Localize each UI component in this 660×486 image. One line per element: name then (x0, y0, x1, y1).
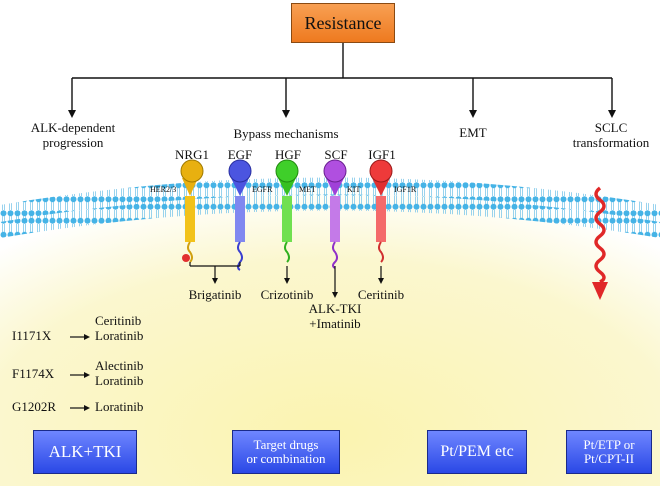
drug-ceritinib: Ceritinib (357, 287, 405, 302)
drug-alk-tki-imatinib: ALK-TKI +Imatinib (308, 301, 362, 331)
drug-brigatinib: Brigatinib (188, 287, 242, 302)
bottom-box-pt-etp: Pt/ETP or Pt/CPT-II (566, 430, 652, 474)
ligand-egf (228, 159, 252, 183)
mutation-g1202r: G1202R (12, 399, 57, 414)
tree-connectors (71, 43, 613, 113)
mutation-arrows (70, 336, 84, 409)
bottom-box-pt-pem: Pt/PEM etc (427, 430, 527, 474)
mutation-f1174x-drugs: Alectinib Loratinib (95, 358, 144, 388)
branch-alk-dependent: ALK-dependent progression (30, 120, 116, 150)
membrane-inner-leaflet (0, 194, 660, 238)
ligand-igf1 (369, 159, 393, 183)
receptor-met (278, 178, 296, 263)
drug-connectors (189, 262, 382, 294)
ligand-label-egf: EGF (227, 147, 253, 162)
receptor-kit (326, 178, 344, 269)
ligand-label-nrg1: NRG1 (175, 147, 209, 162)
bottom-box-alk-tki: ALK+TKI (33, 430, 137, 474)
mutation-arrowheads (84, 334, 90, 411)
ligand-hgf (275, 159, 299, 183)
receptor-label-met: MET (299, 185, 316, 194)
sclc-wave (594, 186, 606, 284)
mutation-i1171x: I1171X (12, 328, 52, 343)
drug-arrowheads (212, 278, 384, 298)
ligand-label-hgf: HGF (274, 147, 301, 162)
ligand-label-igf1: IGF1 (368, 147, 396, 162)
receptor-label-egfr: EGFR (252, 185, 273, 194)
receptor-egfr (231, 178, 249, 271)
mutation-f1174x: F1174X (12, 366, 55, 381)
receptor-label-kit: KIT (347, 185, 361, 194)
membrane-outer-leaflet (0, 177, 660, 222)
bottom-box-target-drugs: Target drugs or combination (232, 430, 340, 474)
receptor-igf1r (372, 178, 390, 263)
branch-emt: EMT (459, 125, 487, 140)
ligand-nrg1 (180, 159, 204, 183)
resistance-title: Resistance (304, 12, 382, 33)
ligand-scf (323, 159, 347, 183)
receptor-her23 (182, 178, 198, 263)
tree-arrowheads (68, 110, 616, 118)
resistance-title-box: Resistance (291, 3, 395, 43)
receptor-label-igf1r: IGF1R (394, 185, 417, 194)
branch-bypass: Bypass mechanisms (233, 126, 339, 141)
ligand-label-scf: SCF (324, 147, 348, 162)
mutation-i1171x-drugs: Ceritinib Loratinib (95, 313, 144, 343)
receptor-label-her23: HER2/3 (150, 185, 177, 194)
drug-crizotinib: Crizotinib (260, 287, 314, 302)
mutation-g1202r-drugs: Loratinib (95, 399, 144, 414)
sclc-arrowhead (592, 282, 608, 300)
branch-sclc: SCLC transformation (572, 120, 650, 150)
